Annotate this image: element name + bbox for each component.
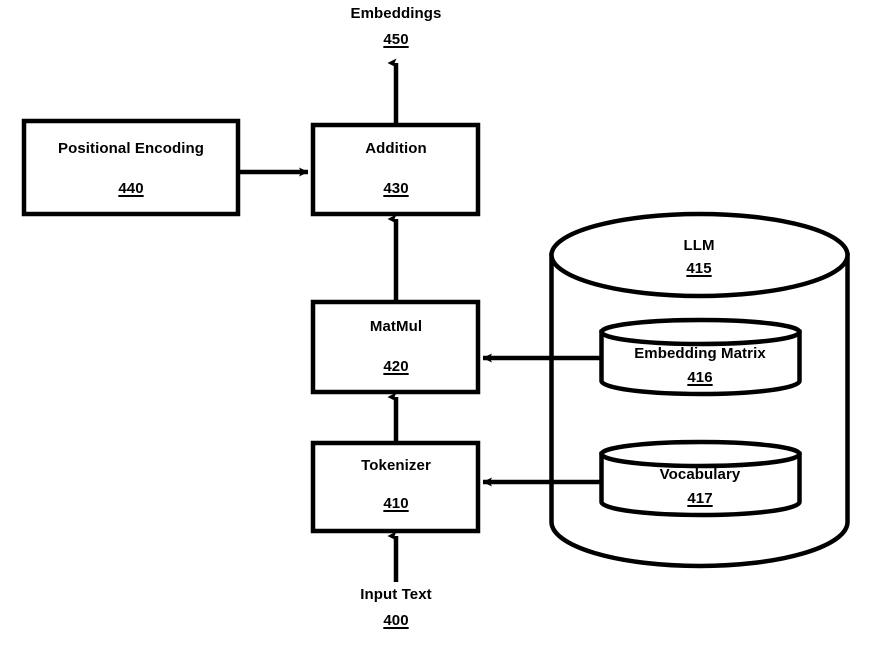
input-text-ref: 400 <box>383 612 409 629</box>
positional-encoding-box <box>21 118 241 217</box>
embeddings-output-label: Embeddings <box>350 5 442 22</box>
positional-encoding-ref: 440 <box>118 180 144 197</box>
embeddings-output-ref: 450 <box>383 31 409 48</box>
input-text-label: Input Text <box>360 586 432 603</box>
embedding-matrix-label: Embedding Matrix <box>634 345 766 362</box>
addition-ref: 430 <box>383 180 409 197</box>
addition-label: Addition <box>365 140 427 157</box>
matmul-box <box>310 299 481 395</box>
positional-encoding-label: Positional Encoding <box>57 140 205 157</box>
vocabulary-cylinder <box>599 439 802 518</box>
addition-box <box>310 122 481 217</box>
matmul-ref: 420 <box>383 358 409 375</box>
tokenizer-box <box>310 440 481 534</box>
vocabulary-label: Vocabulary <box>659 466 741 483</box>
tokenizer-label: Tokenizer <box>361 457 431 474</box>
llm-ref: 415 <box>686 260 712 277</box>
vocabulary-ref: 417 <box>687 490 713 507</box>
embedding-matrix-ref: 416 <box>687 369 713 386</box>
matmul-label: MatMul <box>369 318 423 335</box>
llm-label: LLM <box>683 237 715 254</box>
tokenizer-ref: 410 <box>383 495 409 512</box>
embedding-matrix-cylinder <box>599 317 802 397</box>
